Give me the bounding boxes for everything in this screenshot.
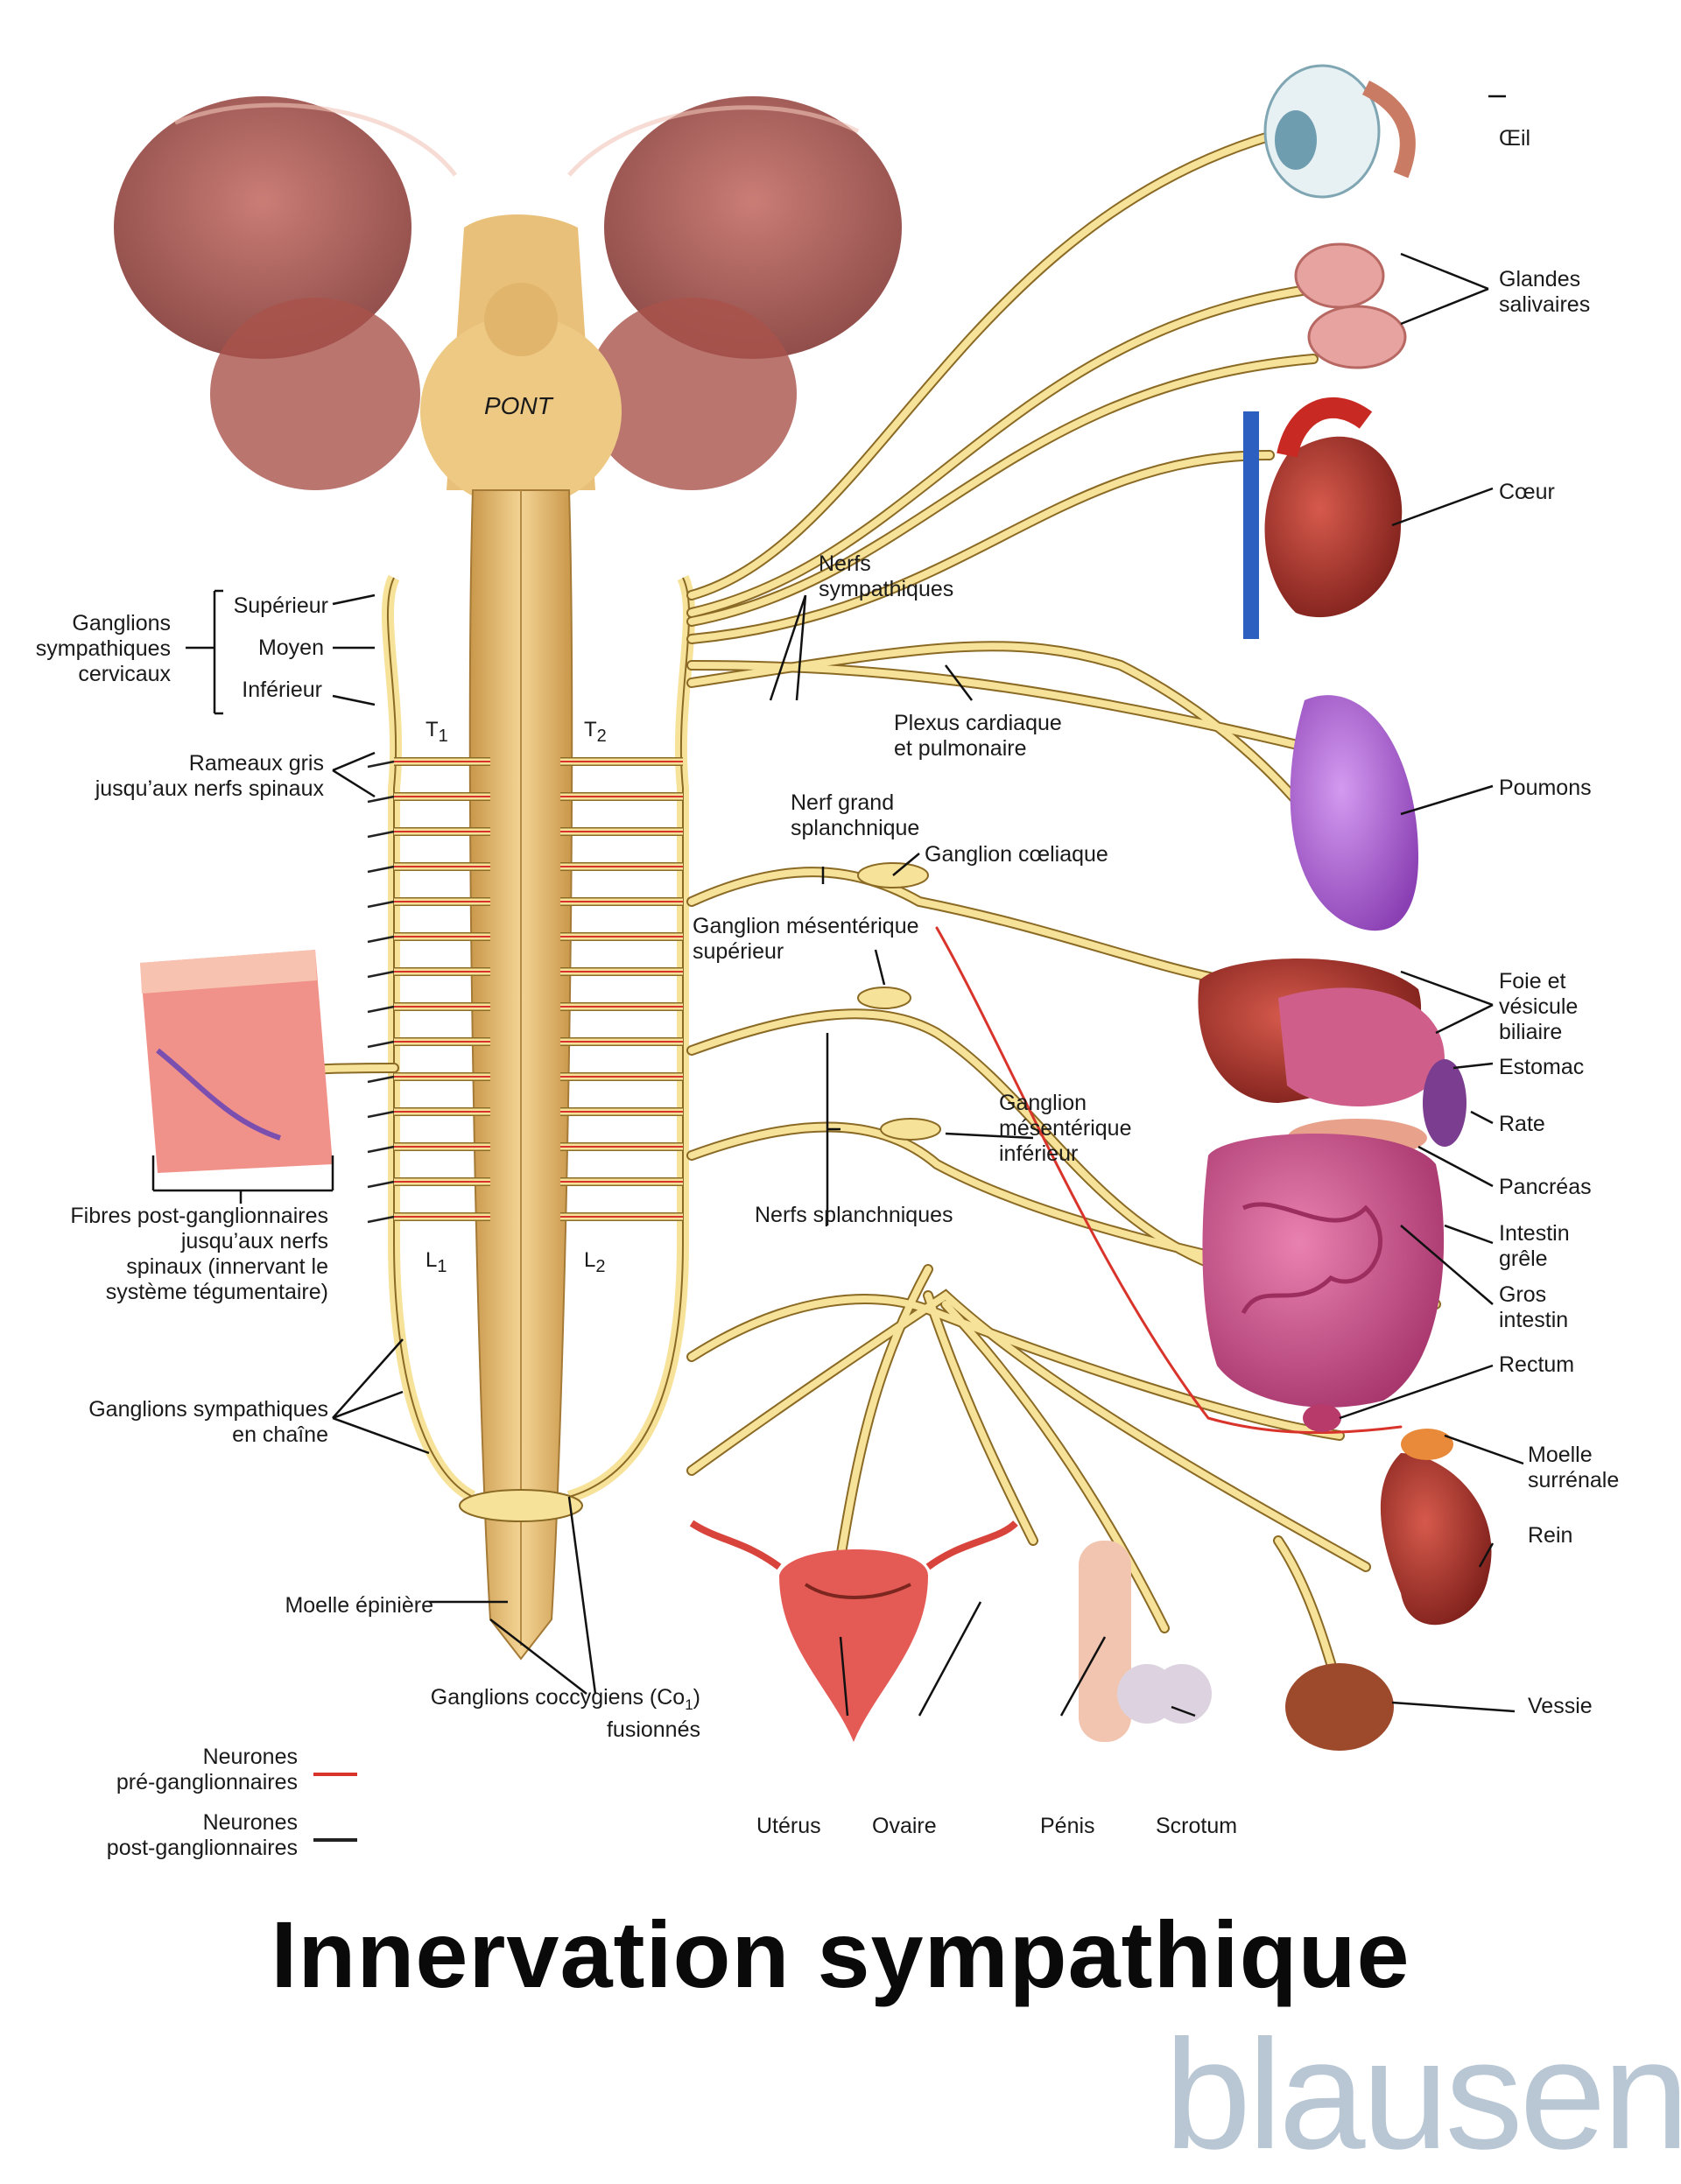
segmental-fibers (367, 757, 683, 1224)
label-scrotum: Scrotum (1156, 1814, 1238, 1838)
brain-illustration (114, 96, 902, 508)
post-fiber-tick (367, 1075, 395, 1084)
label-nerfs-splanchniques: Nerfs splanchniques (755, 1203, 953, 1227)
label-pancreas: Pancréas (1499, 1175, 1592, 1199)
post-fiber-tick (367, 970, 395, 979)
organ-kidney-adrenal (1380, 1429, 1492, 1626)
label-coeur: Cœur (1499, 480, 1555, 504)
label-foie: Foie et vésicule biliaire (1499, 969, 1579, 1044)
label-rein: Rein (1528, 1523, 1573, 1548)
organ-lungs (1290, 695, 1418, 931)
label-uterus: Utérus (756, 1814, 821, 1838)
label-poumons: Poumons (1499, 776, 1592, 800)
label-fibres-post: Fibres post-ganglionnaires jusqu’aux ner… (70, 1204, 328, 1304)
label-ganglions-cervicaux: Ganglions sympathiques cervicaux (35, 611, 171, 686)
t1-label: T1 (426, 718, 448, 746)
post-fiber-tick (367, 795, 395, 804)
organ-heart (1243, 397, 1403, 639)
l2-label: L2 (584, 1248, 606, 1276)
blausen-logo: blausen (1164, 2007, 1681, 2181)
label-ganglions-chaine: Ganglions sympathiques en chaîne (88, 1397, 328, 1447)
organ-salivary-glands (1294, 242, 1407, 369)
label-ovaire: Ovaire (872, 1814, 937, 1838)
legend-pre-label: Neurones pré-ganglionnaires (116, 1745, 298, 1794)
organ-intestines (1202, 1134, 1445, 1432)
post-fiber-tick (367, 1215, 395, 1224)
label-moelle-surrenale: Moelle surrénale (1528, 1443, 1620, 1492)
label-gros-intestin: Gros intestin (1499, 1282, 1569, 1332)
post-fiber-tick (367, 865, 395, 874)
organ-eye (1263, 64, 1416, 199)
post-fiber-tick (367, 900, 395, 909)
label-moelle-epiniere: Moelle épinière (285, 1593, 433, 1618)
label-oeil: Œil (1499, 126, 1531, 151)
post-fiber-tick (367, 935, 395, 944)
page-title: Innervation sympathique (271, 1901, 1410, 2007)
label-inferieur: Inférieur (242, 678, 322, 702)
label-estomac: Estomac (1499, 1055, 1585, 1079)
post-fiber-tick (367, 760, 395, 769)
organ-uterus (689, 1520, 1018, 1742)
skin-block (140, 950, 333, 1173)
post-fiber-tick (367, 1040, 395, 1049)
label-ganglions-coccygiens: Ganglions coccygiens (Co1) fusionnés (430, 1685, 700, 1742)
legend-pre-swatch (313, 1773, 357, 1776)
post-fiber-tick (367, 830, 395, 839)
legend-post-swatch (313, 1838, 357, 1842)
label-nerfs-sympathiques: Nerfs sympathiques (819, 551, 954, 601)
post-fiber-tick (367, 1005, 395, 1014)
organ-penis-scrotum (1079, 1541, 1212, 1742)
organ-liver-stomach (1198, 959, 1466, 1157)
label-nerf-grand: Nerf grand splanchnique (791, 790, 920, 840)
legend-post-label: Neurones post-ganglionnaires (106, 1810, 298, 1860)
label-moyen: Moyen (257, 636, 324, 660)
label-glandes: Glandes salivaires (1499, 267, 1591, 317)
post-fiber-tick (367, 1145, 395, 1154)
label-rate: Rate (1499, 1112, 1545, 1136)
label-ganglion-mes-sup: Ganglion mésentérique supérieur (693, 914, 919, 964)
label-rameaux-gris: Rameaux gris jusqu’aux nerfs spinaux (95, 751, 324, 801)
label-rectum: Rectum (1499, 1352, 1575, 1377)
label-intestin-grele: Intestin grêle (1499, 1221, 1570, 1271)
pont-label: PONT (484, 392, 552, 419)
nerve-trunks (240, 126, 1441, 1730)
t2-label: T2 (584, 718, 607, 746)
post-fiber-tick (367, 1180, 395, 1189)
label-plexus: Plexus cardiaque et pulmonaire (894, 711, 1062, 761)
post-fiber-tick (367, 1110, 395, 1119)
label-vessie: Vessie (1528, 1694, 1593, 1718)
label-superieur: Supérieur (233, 593, 328, 618)
label-penis: Pénis (1040, 1814, 1095, 1838)
l1-label: L1 (426, 1248, 447, 1276)
label-ganglion-mes-inf: Ganglion mésentérique inférieur (999, 1091, 1132, 1166)
leader-lines (151, 95, 1524, 1717)
label-ganglion-coeliaque: Ganglion cœliaque (925, 842, 1108, 867)
organ-bladder (1285, 1663, 1394, 1751)
